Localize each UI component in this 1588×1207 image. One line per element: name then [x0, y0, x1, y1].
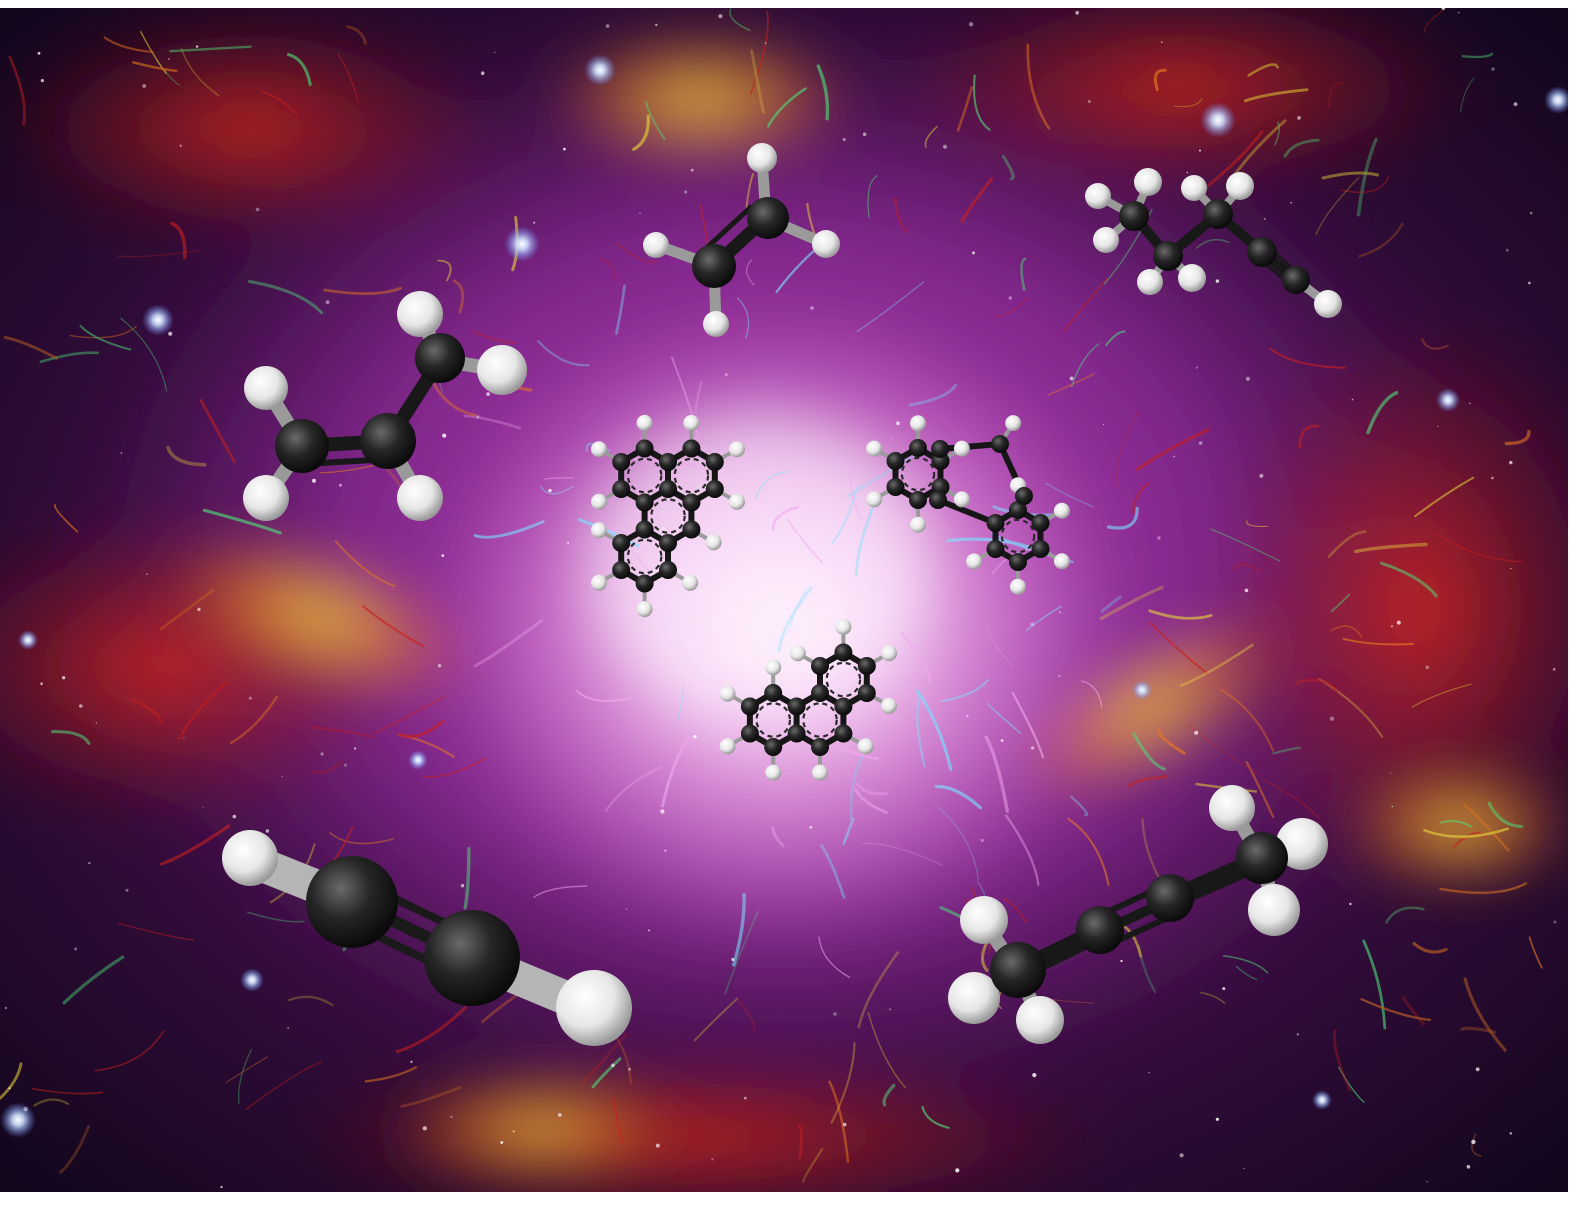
propene-molecule-icon [243, 291, 527, 521]
butyne-molecule-icon [1085, 168, 1342, 318]
nebula-clouds [0, 8, 1568, 1192]
nebula-illustration [0, 8, 1568, 1192]
fluorene-molecule-icon [866, 415, 1070, 595]
phenanthrene-molecule-icon [719, 618, 897, 781]
nebula-scene [0, 8, 1568, 1192]
acetylene-molecule-icon [222, 830, 632, 1046]
pyrene-molecule-icon [591, 414, 745, 618]
star-field [0, 8, 1568, 1189]
ethylene-molecule-icon [643, 143, 840, 337]
dimethylacetylene-molecule-icon [948, 785, 1328, 1044]
